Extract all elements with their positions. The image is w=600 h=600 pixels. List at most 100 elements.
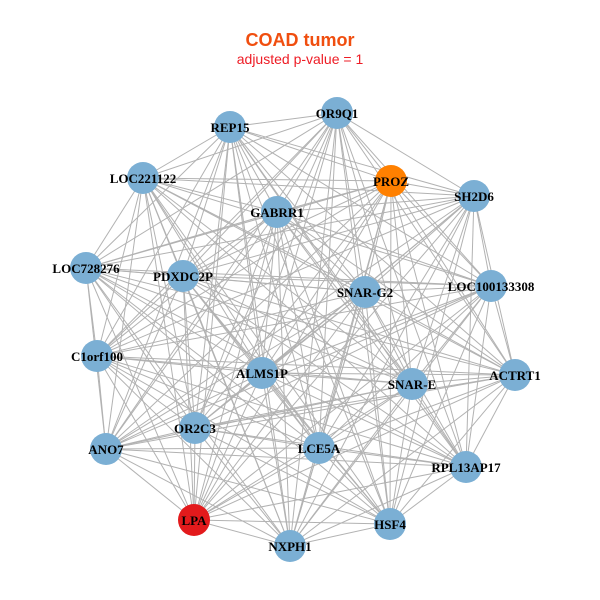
edge-LOC221122-OR2C3 <box>142 177 196 429</box>
node-circle[interactable] <box>178 504 210 536</box>
edge-HSF4-OR2C3 <box>194 427 391 525</box>
node-circle[interactable] <box>349 276 381 308</box>
node-circle[interactable] <box>127 162 159 194</box>
edge-ACTRT1-REP15 <box>229 126 516 376</box>
edge-HSF4-C1orf100 <box>96 355 391 525</box>
node-label: OR2C3 <box>174 421 216 436</box>
edge-C1orf100-LOC221122 <box>96 177 144 357</box>
node-circle[interactable] <box>246 357 278 389</box>
node-label: LOC100133308 <box>448 279 535 294</box>
node-OR9Q1[interactable]: OR9Q1 <box>316 97 359 129</box>
node-label: PROZ <box>373 174 409 189</box>
edge-LOC728276-GABRR1 <box>85 211 278 269</box>
node-circle[interactable] <box>261 196 293 228</box>
edge-LOC221122-GABRR1 <box>142 177 278 213</box>
edge-NXPH1-GABRR1 <box>276 211 291 547</box>
edge-NXPH1-PDXDC2P <box>182 275 291 547</box>
edge-GABRR1-SNAR-G2 <box>276 211 366 293</box>
node-circle[interactable] <box>375 165 407 197</box>
edge-SH2D6-SNAR-G2 <box>364 195 475 293</box>
edge-NXPH1-LPA <box>193 519 291 547</box>
node-HSF4[interactable]: HSF4 <box>374 508 406 540</box>
node-circle[interactable] <box>81 340 113 372</box>
edge-SH2D6-REP15 <box>229 126 475 197</box>
edge-ACTRT1-NXPH1 <box>289 374 516 547</box>
node-label: LOC728276 <box>52 261 120 276</box>
node-OR2C3[interactable]: OR2C3 <box>174 412 216 444</box>
edge-ACTRT1-SNAR-E <box>411 374 516 385</box>
edge-LOC100133308-LOC221122 <box>142 177 492 287</box>
node-GABRR1[interactable]: GABRR1 <box>250 196 304 228</box>
node-label: SH2D6 <box>454 189 494 204</box>
node-REP15[interactable]: REP15 <box>211 111 251 143</box>
node-C1orf100[interactable]: C1orf100 <box>71 340 123 372</box>
edge-SH2D6-GABRR1 <box>276 195 475 213</box>
edge-LPA-LOC221122 <box>142 177 195 521</box>
edge-C1orf100-PDXDC2P <box>96 275 184 357</box>
edge-ANO7-REP15 <box>105 126 231 450</box>
edge-RPL13AP17-LCE5A <box>318 447 467 468</box>
edge-NXPH1-ANO7 <box>105 448 291 547</box>
edge-NXPH1-ALMS1P <box>261 372 291 547</box>
edge-PROZ-RPL13AP17 <box>390 180 467 468</box>
node-SNAR-E[interactable]: SNAR-E <box>388 368 436 400</box>
edge-SNAR-E-OR2C3 <box>194 383 413 429</box>
edge-LPA-C1orf100 <box>96 355 195 521</box>
edge-HSF4-SNAR-E <box>389 383 413 525</box>
node-circle[interactable] <box>214 111 246 143</box>
edge-LOC100133308-SNAR-G2 <box>364 285 492 293</box>
node-RPL13AP17[interactable]: RPL13AP17 <box>431 451 501 483</box>
edge-OR9Q1-OR2C3 <box>194 112 338 429</box>
node-ANO7[interactable]: ANO7 <box>88 433 124 465</box>
node-circle[interactable] <box>499 359 531 391</box>
node-circle[interactable] <box>90 433 122 465</box>
node-circle[interactable] <box>274 530 306 562</box>
edge-HSF4-GABRR1 <box>276 211 391 525</box>
node-circle[interactable] <box>450 451 482 483</box>
node-ALMS1P[interactable]: ALMS1P <box>236 357 288 389</box>
node-LOC728276[interactable]: LOC728276 <box>52 252 120 284</box>
node-circle[interactable] <box>374 508 406 540</box>
edge-ACTRT1-C1orf100 <box>96 355 516 376</box>
node-circle[interactable] <box>396 368 428 400</box>
node-label: C1orf100 <box>71 349 123 364</box>
node-PDXDC2P[interactable]: PDXDC2P <box>153 260 213 292</box>
node-circle[interactable] <box>179 412 211 444</box>
edge-LOC728276-SNAR-E <box>85 267 413 385</box>
edge-HSF4-LPA <box>193 519 391 525</box>
edge-NXPH1-OR2C3 <box>194 427 291 547</box>
edge-RPL13AP17-LOC221122 <box>142 177 467 468</box>
edge-ACTRT1-PDXDC2P <box>182 275 516 376</box>
edge-OR9Q1-LOC100133308 <box>336 112 492 287</box>
node-LOC221122[interactable]: LOC221122 <box>110 162 176 194</box>
node-circle[interactable] <box>321 97 353 129</box>
edge-LOC221122-LCE5A <box>142 177 320 449</box>
node-circle[interactable] <box>303 432 335 464</box>
node-NXPH1[interactable]: NXPH1 <box>268 530 312 562</box>
node-circle[interactable] <box>167 260 199 292</box>
edge-SH2D6-RPL13AP17 <box>465 195 475 468</box>
node-LCE5A[interactable]: LCE5A <box>298 432 341 464</box>
edge-LPA-LCE5A <box>193 447 320 521</box>
node-ACTRT1[interactable]: ACTRT1 <box>489 359 541 391</box>
node-LPA[interactable]: LPA <box>178 504 210 536</box>
node-LOC100133308[interactable]: LOC100133308 <box>448 270 535 302</box>
edge-ANO7-PDXDC2P <box>105 275 184 450</box>
edge-SH2D6-C1orf100 <box>96 195 475 357</box>
node-circle[interactable] <box>70 252 102 284</box>
edge-ANO7-LOC221122 <box>105 177 144 450</box>
node-PROZ[interactable]: PROZ <box>373 165 409 197</box>
edge-REP15-LCE5A <box>229 126 320 449</box>
node-SH2D6[interactable]: SH2D6 <box>454 180 494 212</box>
node-circle[interactable] <box>475 270 507 302</box>
edge-LOC100133308-C1orf100 <box>96 285 492 357</box>
edge-LPA-ALMS1P <box>193 372 263 521</box>
node-SNAR-G2[interactable]: SNAR-G2 <box>337 276 393 308</box>
node-label: LCE5A <box>298 441 341 456</box>
edge-LOC100133308-REP15 <box>229 126 492 287</box>
node-circle[interactable] <box>458 180 490 212</box>
edge-LOC728276-LCE5A <box>85 267 320 449</box>
edge-ACTRT1-LPA <box>193 374 516 521</box>
edge-LOC221122-REP15 <box>142 126 231 179</box>
